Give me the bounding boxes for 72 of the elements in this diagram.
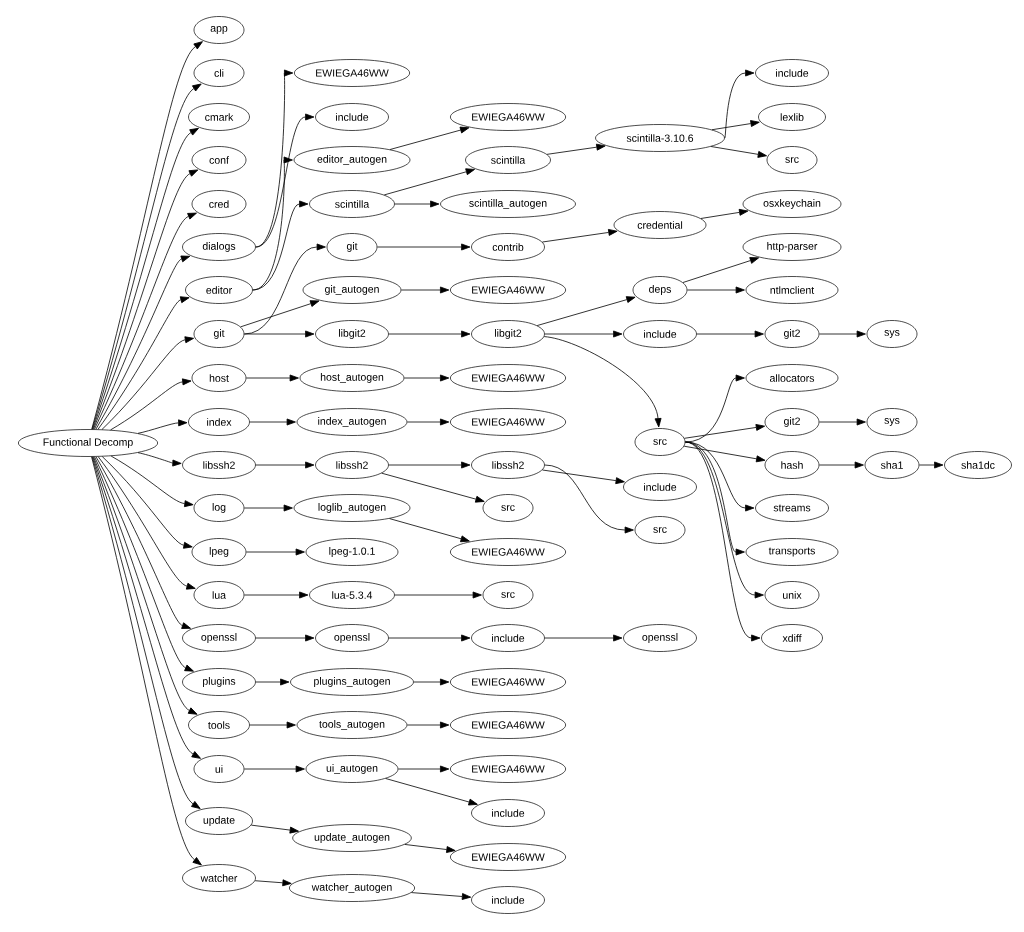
arrow <box>394 591 482 599</box>
arrow <box>400 286 450 294</box>
arrow <box>818 461 864 469</box>
arrow <box>682 257 760 283</box>
arrow <box>110 378 192 431</box>
arrow <box>388 461 471 469</box>
arrow <box>385 778 478 806</box>
arrow <box>95 456 191 629</box>
arrow <box>137 419 188 434</box>
arrow <box>684 441 761 642</box>
arrow <box>683 445 766 463</box>
arrow <box>255 678 290 686</box>
arrow <box>243 591 309 599</box>
arrow <box>252 200 309 291</box>
arrow <box>394 200 440 208</box>
arrow <box>389 518 470 543</box>
arrow <box>93 456 198 715</box>
arrow <box>243 765 305 773</box>
arrow <box>700 208 749 219</box>
arrow <box>388 330 471 338</box>
arrow <box>684 424 765 439</box>
arrow <box>406 721 450 729</box>
arrow <box>249 721 296 729</box>
arrow <box>255 461 315 469</box>
arrow <box>94 456 194 672</box>
arrow <box>381 472 485 503</box>
arrow <box>388 634 471 642</box>
arrow <box>696 330 764 338</box>
arrow <box>240 300 320 328</box>
arrow <box>544 464 634 534</box>
arrow <box>250 824 299 834</box>
arrow <box>245 374 299 382</box>
arrow <box>383 168 475 196</box>
arrow <box>543 336 662 428</box>
arrow <box>818 418 866 426</box>
arrow <box>711 120 760 131</box>
arrow <box>542 229 618 243</box>
arrow <box>137 452 182 467</box>
arrow <box>684 441 764 599</box>
arrow <box>411 892 472 900</box>
arrow <box>94 212 197 430</box>
arrow <box>818 330 866 338</box>
arrow <box>97 296 190 430</box>
arrow <box>397 765 450 773</box>
arrow <box>389 126 470 150</box>
arrow <box>249 418 296 426</box>
arrow <box>255 634 315 642</box>
arrow <box>245 548 305 556</box>
arrow <box>724 69 755 139</box>
arrow <box>406 418 450 426</box>
arrow <box>544 634 623 642</box>
arrow <box>95 255 191 430</box>
arrow <box>710 146 767 158</box>
arrow <box>376 243 471 251</box>
arrow <box>255 113 315 248</box>
arrow <box>97 456 196 590</box>
arrow <box>542 469 625 485</box>
arrow <box>101 456 193 549</box>
arrow <box>110 455 194 508</box>
arrow <box>243 504 293 512</box>
arrow <box>536 296 636 326</box>
arrow <box>101 336 194 430</box>
arrow <box>544 330 623 338</box>
arrow <box>546 143 606 155</box>
arrow <box>403 374 450 382</box>
arrow <box>684 441 755 512</box>
arrow <box>404 844 456 853</box>
arrow <box>918 461 944 469</box>
arrow <box>413 678 450 686</box>
arrow <box>254 879 292 887</box>
arrow <box>686 286 745 294</box>
arrow <box>243 330 315 338</box>
